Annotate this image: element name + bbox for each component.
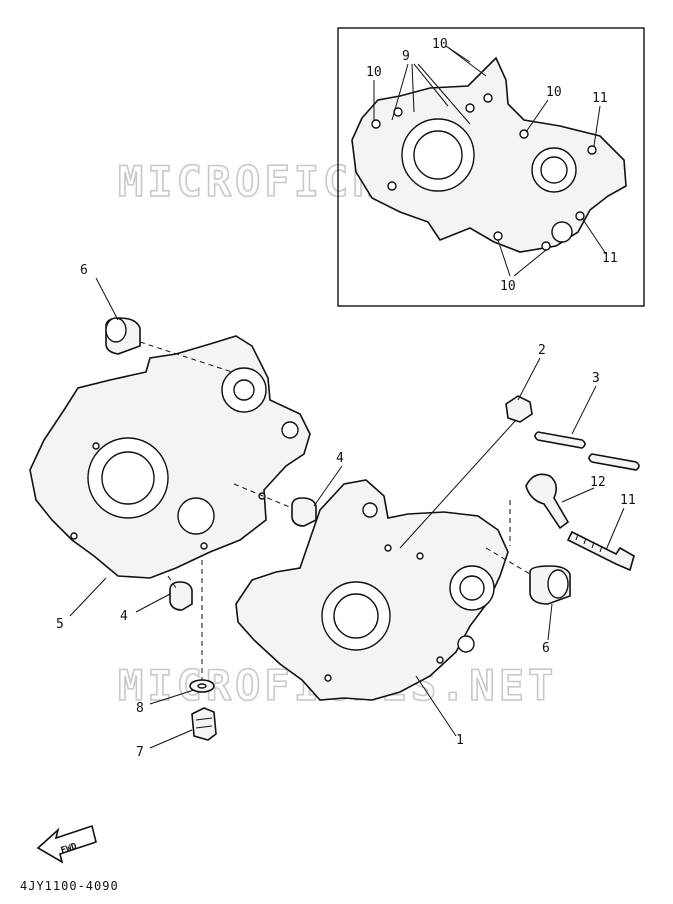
- callout-8: 8: [136, 701, 144, 716]
- inset-small-bore: [551, 221, 573, 243]
- leader-12: [561, 487, 595, 503]
- left-bolt-hole: [200, 542, 208, 550]
- leader-10-right: [525, 99, 549, 133]
- part-8-washer: [189, 560, 215, 693]
- left-small-boss: [281, 421, 299, 439]
- left-bearing-hole: [233, 379, 255, 401]
- left-bolt-hole: [92, 442, 100, 450]
- leader-8: [149, 689, 195, 705]
- inset-bolt-hole: [371, 119, 381, 129]
- right-bolt-hole: [416, 552, 424, 560]
- callout-11-inset-top: 11: [592, 91, 608, 106]
- leader-5: [69, 577, 107, 617]
- fwd-label: FWD: [60, 842, 79, 857]
- leader-7: [149, 729, 193, 749]
- inset-crankcase-outline: [351, 56, 627, 253]
- left-crankcase-half: [29, 335, 311, 579]
- callout-10-right: 10: [546, 85, 562, 100]
- inset-bore-inner: [413, 130, 463, 180]
- leader-11-top: [593, 105, 601, 147]
- inset-frame: [337, 27, 645, 307]
- inset-bolt-hole: [483, 93, 493, 103]
- callout-7: 7: [136, 745, 144, 760]
- callout-11-main: 11: [620, 493, 636, 508]
- callout-12: 12: [590, 475, 606, 490]
- part-2-fitting: [399, 395, 533, 549]
- fwd-arrow: FWD: [36, 824, 97, 864]
- part-4-dowel-lower: [167, 575, 193, 611]
- inset-bolt-hole: [465, 103, 475, 113]
- part-6-bush-top: [105, 317, 233, 373]
- part-12-clamp: [525, 473, 570, 530]
- leader-3: [571, 385, 597, 435]
- left-lower-boss: [177, 497, 215, 535]
- leader-4-upper: [313, 465, 343, 507]
- callout-2: 2: [538, 343, 546, 358]
- leader-9: [391, 63, 471, 125]
- leader-2: [517, 357, 541, 401]
- fwd-arrow-icon: [36, 824, 97, 864]
- callout-10-left: 10: [366, 65, 382, 80]
- right-top-boss: [362, 502, 378, 518]
- callout-5: 5: [56, 617, 64, 632]
- left-crankcase-outline: [29, 335, 311, 579]
- part-6-bush-bottom: [485, 547, 571, 605]
- left-bolt-hole: [70, 532, 78, 540]
- part-7-drain-bolt: [191, 707, 217, 741]
- part-3-pin-upper: [534, 431, 586, 449]
- inset-bolt-hole: [493, 231, 503, 241]
- right-small-boss: [457, 635, 475, 653]
- axis-line: [167, 575, 177, 589]
- callout-6-top: 6: [80, 263, 88, 278]
- right-bolt-hole: [436, 656, 444, 664]
- leader-10-top: [445, 45, 487, 77]
- callout-10-bottom: 10: [500, 279, 516, 294]
- part-code: 4JY1100-4090: [20, 879, 119, 893]
- callout-3: 3: [592, 371, 600, 386]
- inset-bolt-hole: [587, 145, 597, 155]
- leader-10-bottom: [497, 239, 547, 277]
- leader-1: [415, 675, 457, 737]
- callout-10-top: 10: [432, 37, 448, 52]
- right-cylinder-bore-inner: [333, 593, 379, 639]
- inset-bolt-hole: [387, 181, 397, 191]
- axis-line: [399, 419, 517, 549]
- left-cylinder-bore-inner: [101, 451, 155, 505]
- leader-6-top: [95, 277, 119, 321]
- callout-1: 1: [456, 733, 464, 748]
- right-bearing-hole: [459, 575, 485, 601]
- axis-line: [233, 483, 293, 509]
- leader-4-lower: [135, 593, 171, 613]
- callout-4-upper: 4: [336, 451, 344, 466]
- leader-11-main: [605, 507, 625, 551]
- axis-line: [139, 341, 233, 373]
- right-crankcase-half: [235, 479, 509, 701]
- inset-bearing-inner: [540, 156, 568, 184]
- callout-11-inset-bottom: 11: [602, 251, 618, 266]
- leader-6-bottom: [547, 603, 553, 641]
- right-bolt-hole: [384, 544, 392, 552]
- leader-11-bottom: [581, 217, 607, 255]
- callout-4-lower: 4: [120, 609, 128, 624]
- callout-9: 9: [402, 49, 410, 64]
- inset-bolt-hole: [541, 241, 551, 251]
- right-bolt-hole: [324, 674, 332, 682]
- callout-6-bottom: 6: [542, 641, 550, 656]
- part-11-bolt: [509, 500, 635, 572]
- part-4-dowel-upper: [233, 483, 317, 527]
- part-3-pin-lower: [588, 453, 640, 471]
- inset-detail: [337, 27, 645, 307]
